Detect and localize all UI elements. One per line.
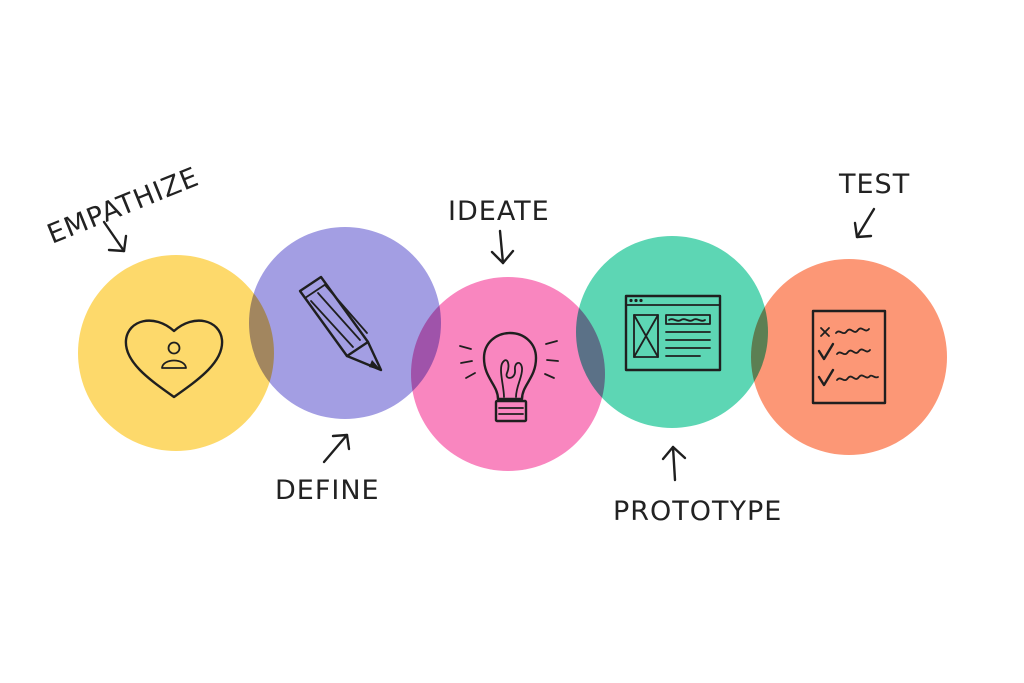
stage-label-ideate: IDEATE [448, 196, 550, 227]
checklist-icon [811, 309, 887, 405]
pencil-icon [298, 275, 383, 372]
wireframe-window-icon [624, 294, 722, 372]
stage-label-prototype: PROTOTYPE [613, 496, 782, 527]
heart-user-icon [124, 319, 224, 399]
stage-label-empathize: EMPATHIZE [43, 162, 204, 251]
stage-circle-ideate [411, 277, 605, 471]
arrow-define-icon [322, 433, 351, 464]
stage-circle-test [751, 259, 947, 455]
stage-label-test: TEST [838, 169, 910, 200]
lightbulb-icon [459, 331, 559, 423]
arrow-test-icon [853, 207, 876, 239]
arrow-prototype-icon [661, 445, 687, 482]
arrow-empathize-icon [102, 220, 128, 253]
stage-label-define: DEFINE [275, 475, 380, 506]
arrow-ideate-icon [490, 229, 515, 265]
